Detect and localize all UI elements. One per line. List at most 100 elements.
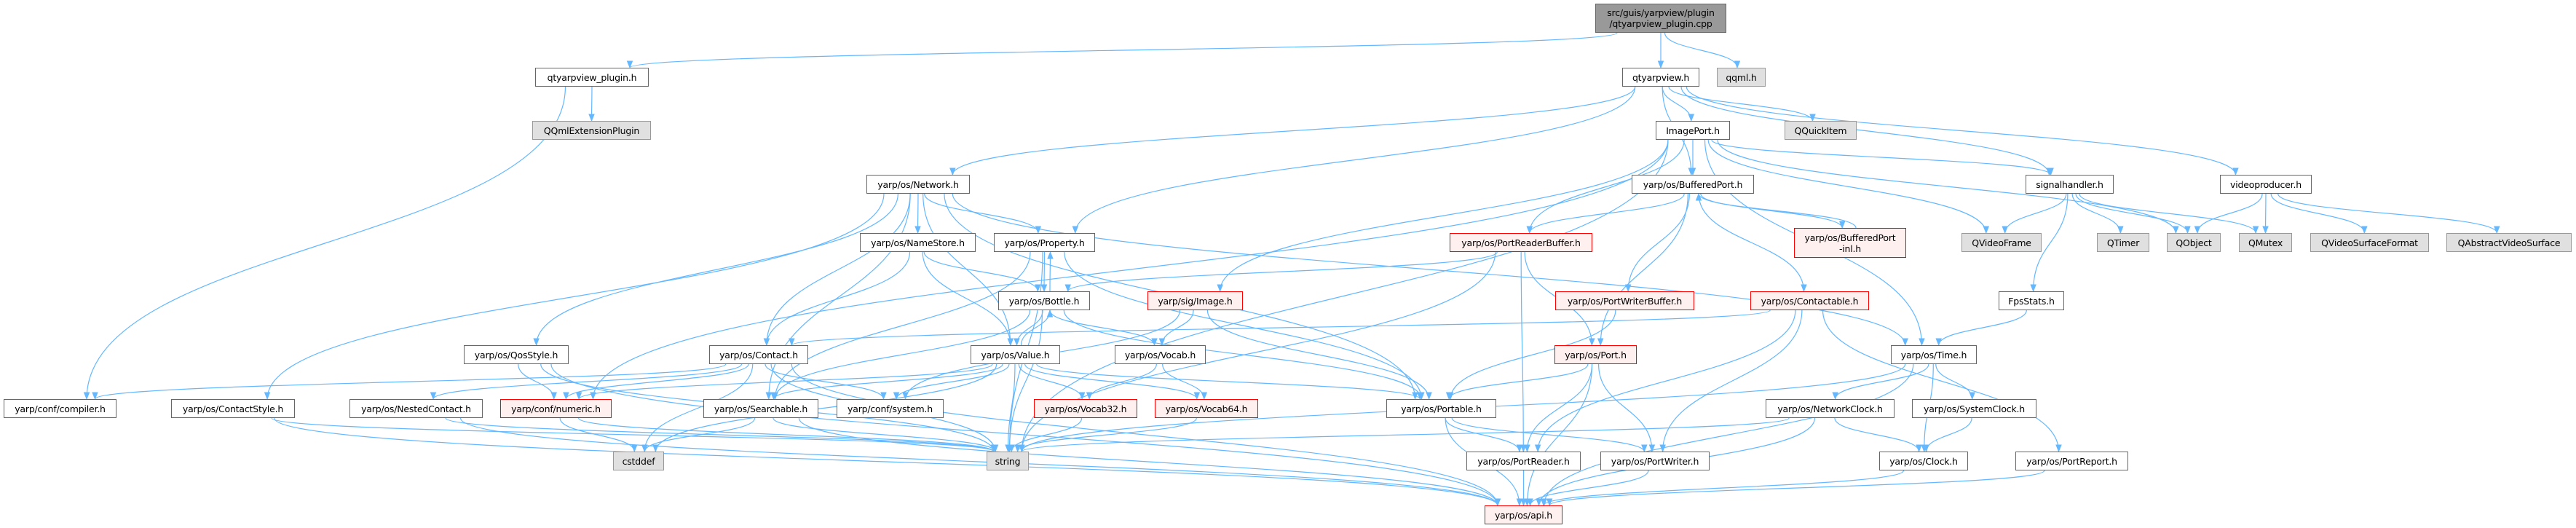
node-qobject[interactable]: QObject — [2167, 233, 2221, 252]
edge-signalhandler-to-qobject — [2075, 193, 2191, 235]
edge-signalhandler-to-qmutex — [2079, 193, 2259, 235]
edge-bufferedport-to-contactable — [1698, 193, 1807, 293]
edge-networkclock-to-clock — [1834, 417, 1922, 453]
node-systemclock-h[interactable]: yarp/os/SystemClock.h — [1912, 399, 2036, 418]
edge-property-to-searchable — [772, 251, 1031, 401]
edge-numeric-to-string — [577, 417, 997, 453]
edge-network-to-contactstyle — [264, 193, 885, 401]
node-qtyarpview-h[interactable]: qtyarpview.h — [1622, 68, 1699, 87]
edge-portreport-to-api — [1546, 470, 2045, 507]
node-qabstractvideosurface[interactable]: QAbstractVideoSurface — [2446, 233, 2572, 252]
edge-qosstyle-to-api — [550, 363, 1501, 507]
node-portwriter-h[interactable]: yarp/os/PortWriter.h — [1600, 452, 1710, 470]
edge-bufferedport-to-portreaderbuffer — [1526, 193, 1685, 235]
node-network-h[interactable]: yarp/os/Network.h — [866, 175, 970, 194]
node-time-h[interactable]: yarp/os/Time.h — [1891, 345, 1977, 364]
node-port-h[interactable]: yarp/os/Port.h — [1554, 345, 1637, 364]
edge-imageport-to-sigimage — [1217, 139, 1669, 293]
node-compiler-h[interactable]: yarp/conf/compiler.h — [4, 399, 116, 418]
edge-imageport-to-string — [1019, 139, 1669, 453]
node-portable-h[interactable]: yarp/os/Portable.h — [1386, 399, 1496, 418]
node-bottle-h[interactable]: yarp/os/Bottle.h — [998, 291, 1090, 310]
node-system-h[interactable]: yarp/conf/system.h — [837, 399, 944, 418]
node-qquickitem[interactable]: QQuickItem — [1785, 121, 1857, 140]
node-qvideoframe[interactable]: QVideoFrame — [1961, 233, 2042, 252]
edge-portwriter-to-api — [1527, 470, 1649, 507]
node-value-h[interactable]: yarp/os/Value.h — [971, 345, 1060, 364]
node-numeric-h[interactable]: yarp/conf/numeric.h — [500, 399, 612, 418]
node-networkclock-h[interactable]: yarp/os/NetworkClock.h — [1766, 399, 1895, 418]
node-qvideosurfaceformat[interactable]: QVideoSurfaceFormat — [2310, 233, 2429, 252]
edge-signalhandler-to-qvideoframe — [2002, 193, 2067, 235]
node-qqmlextensionplugin[interactable]: QQmlExtensionPlugin — [532, 121, 651, 140]
node-contact-h[interactable]: yarp/os/Contact.h — [709, 345, 808, 364]
node-bufferedport-inl-h[interactable]: yarp/os/BufferedPort -inl.h — [1794, 228, 1906, 258]
edge-sigimage-to-portable — [1206, 310, 1432, 401]
node-namestore-h[interactable]: yarp/os/NameStore.h — [860, 233, 976, 252]
node-portreaderbuffer-h[interactable]: yarp/os/PortReaderBuffer.h — [1450, 233, 1592, 252]
edge-nestedcontact-to-string — [445, 417, 997, 453]
edge-vocab-to-vocab64 — [1162, 363, 1208, 401]
edge-network-to-qosstyle — [533, 193, 898, 347]
edge-qtyarpview-to-property — [1072, 86, 1636, 235]
node-qtyarpview-plugin-h[interactable]: qtyarpview_plugin.h — [535, 68, 649, 87]
node-string[interactable]: string — [987, 452, 1029, 470]
edge-port-to-portwriter — [1597, 363, 1656, 453]
edge-videoproducer-to-qavs — [2277, 193, 2500, 235]
node-sig-image-h[interactable]: yarp/sig/Image.h — [1147, 291, 1243, 310]
edge-network-to-time — [952, 193, 1908, 347]
edge-qtyarpview-to-imageport — [1662, 86, 1695, 122]
edge-searchable-to-string — [773, 417, 999, 453]
edge-videoproducer-to-qobject — [2194, 193, 2263, 235]
node-fpsstats-h[interactable]: FpsStats.h — [1999, 291, 2064, 310]
node-vocab32-h[interactable]: yarp/os/Vocab32.h — [1034, 399, 1137, 418]
edge-contactable-to-portwriter — [1659, 310, 1803, 453]
edge-imageport-to-signalhandler — [1711, 139, 2054, 176]
node-contactable-h[interactable]: yarp/os/Contactable.h — [1750, 291, 1869, 310]
node-searchable-h[interactable]: yarp/os/Searchable.h — [703, 399, 818, 418]
edge-root-to-qqml — [1664, 32, 1741, 69]
edge-portreaderbuffer-to-string — [1019, 251, 1496, 453]
node-cstddef[interactable]: cstddef — [613, 452, 664, 470]
node-vocab64-h[interactable]: yarp/os/Vocab64.h — [1155, 399, 1258, 418]
node-root-file[interactable]: src/guis/yarpview/plugin /qtyarpview_plu… — [1595, 4, 1726, 33]
node-portwriterbuffer-h[interactable]: yarp/os/PortWriterBuffer.h — [1555, 291, 1694, 310]
node-api-h[interactable]: yarp/os/api.h — [1485, 505, 1562, 524]
edge-qtyarpview-to-signalhandler — [1680, 86, 2052, 176]
node-portreport-h[interactable]: yarp/os/PortReport.h — [2015, 452, 2128, 470]
node-vocab-h[interactable]: yarp/os/Vocab.h — [1115, 345, 1206, 364]
edge-signalhandler-to-fpsstats — [2030, 193, 2069, 293]
edge-systemclock-to-clock — [1923, 417, 1972, 453]
edge-value-to-bottle — [1020, 309, 1054, 346]
node-bufferedport-h[interactable]: yarp/os/BufferedPort.h — [1632, 175, 1754, 194]
node-property-h[interactable]: yarp/os/Property.h — [994, 233, 1095, 252]
node-qmutex[interactable]: QMutex — [2239, 233, 2292, 252]
node-clock-h[interactable]: yarp/os/Clock.h — [1879, 452, 1968, 470]
node-qqml-h[interactable]: qqml.h — [1717, 68, 1766, 87]
edge-videoproducer-to-qvsf — [2270, 193, 2368, 235]
edge-searchable-to-api — [798, 417, 1501, 507]
edge-value-to-vocab32 — [1018, 363, 1086, 401]
node-imageport-h[interactable]: ImagePort.h — [1656, 121, 1730, 140]
node-portreader-h[interactable]: yarp/os/PortReader.h — [1466, 452, 1581, 470]
node-contactstyle-h[interactable]: yarp/os/ContactStyle.h — [171, 399, 295, 418]
node-signalhandler-h[interactable]: signalhandler.h — [2026, 175, 2114, 194]
edge-imageport-to-qobject — [1717, 139, 2179, 235]
edge-portreaderbuffer-to-portreader — [1520, 251, 1527, 453]
node-videoproducer-h[interactable]: videoproducer.h — [2220, 175, 2312, 194]
edge-searchable-to-cstddef — [641, 417, 756, 453]
edge-contact-to-numeric — [563, 363, 749, 401]
node-nestedcontact-h[interactable]: yarp/os/NestedContact.h — [349, 399, 483, 418]
edge-nestedcontact-to-api — [459, 417, 1501, 507]
edge-networkclock-to-string — [1019, 417, 1790, 453]
edge-network-to-searchable — [765, 193, 911, 401]
edge-value-to-vocab64 — [1024, 363, 1201, 401]
edge-imageport-to-portreaderbuffer — [1526, 139, 1685, 235]
node-qosstyle-h[interactable]: yarp/os/QosStyle.h — [464, 345, 569, 364]
edge-namestore-to-bottle — [923, 251, 1041, 293]
node-qtimer[interactable]: QTimer — [2097, 233, 2149, 252]
edge-bottle-to-vocab — [1049, 310, 1158, 347]
edge-contactstyle-to-api — [274, 417, 1501, 507]
edge-bufferedport-to-port — [1597, 193, 1688, 347]
